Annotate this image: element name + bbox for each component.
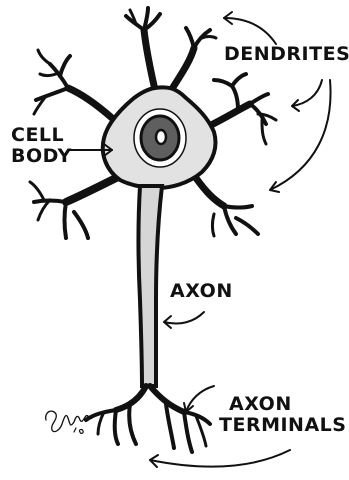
label-axon-terminals: AXON TERMINALS [219, 394, 346, 436]
arrow-dendrites-3 [270, 80, 331, 190]
label-axon-terminals-line-2: TERMINALS [219, 415, 346, 436]
label-cell-body-line-2: BODY [11, 146, 72, 167]
axon-terminals [86, 386, 210, 452]
label-axon-terminals-line-1: AXON [219, 394, 346, 415]
label-axon: AXON [170, 281, 233, 302]
arrow-dendrites-1 [224, 18, 276, 44]
label-cell-body-line-1: CELL [11, 125, 72, 146]
artist-signature [46, 411, 92, 433]
axon [139, 186, 163, 386]
arrow-axon-terminals-2 [150, 450, 290, 467]
nucleolus [156, 130, 166, 144]
label-cell-body: CELL BODY [11, 125, 72, 167]
label-dendrites: DENDRITES [224, 44, 349, 65]
